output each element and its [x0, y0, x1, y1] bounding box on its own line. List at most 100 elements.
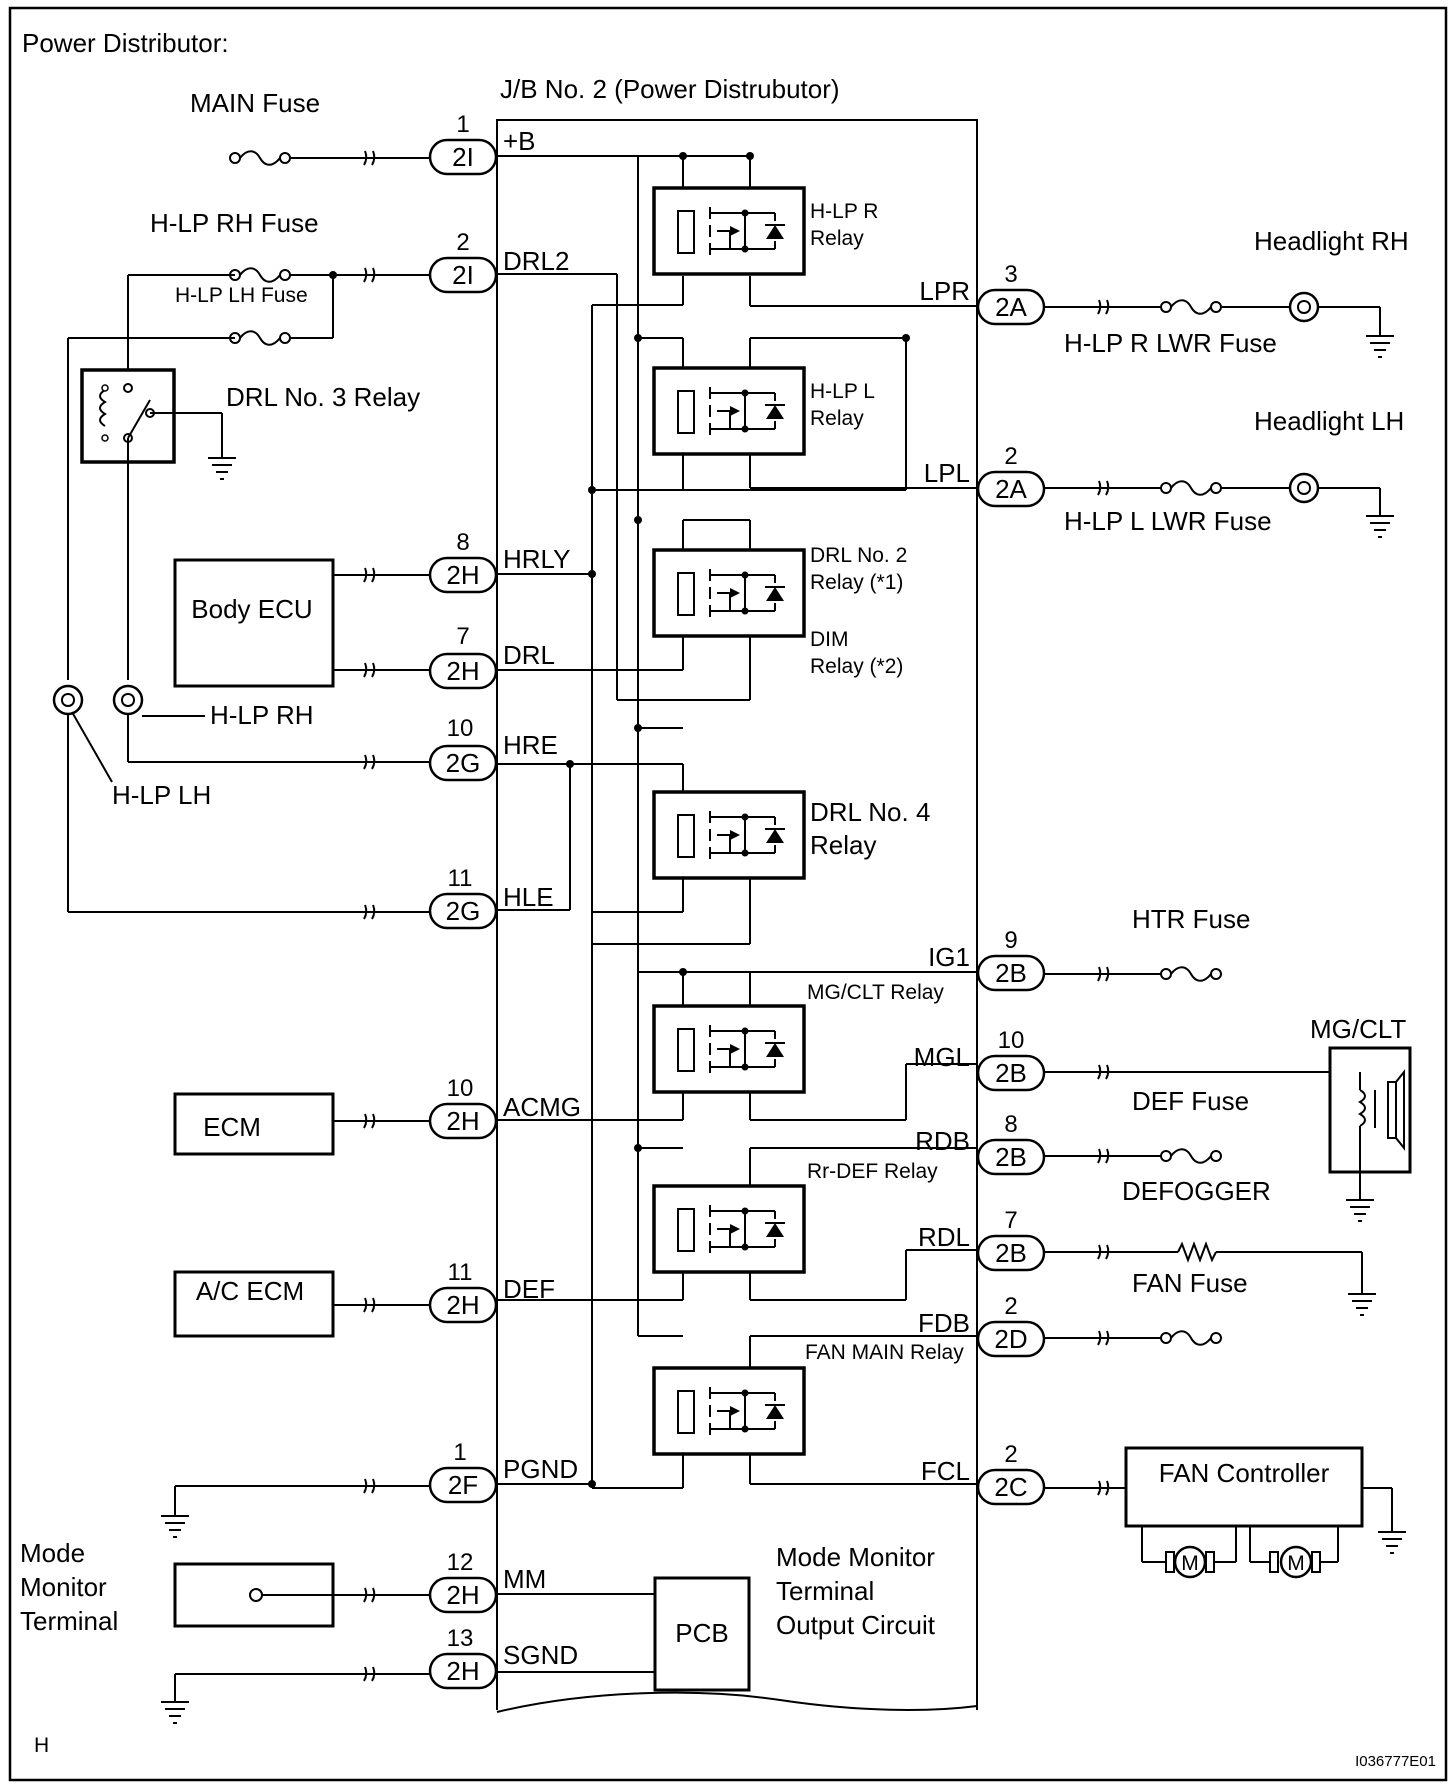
svg-text:FDB: FDB	[918, 1308, 970, 1338]
htr-fuse-circuit: HTR Fuse	[1044, 904, 1250, 982]
relay-hlp-l	[652, 366, 806, 456]
svg-text:Body ECU: Body ECU	[191, 594, 312, 624]
svg-text:HTR Fuse: HTR Fuse	[1132, 904, 1250, 934]
svg-text:2A: 2A	[995, 292, 1027, 322]
svg-text:FAN Controller: FAN Controller	[1159, 1458, 1330, 1488]
svg-text:9: 9	[1004, 927, 1017, 954]
connector-2a-2: 2A 2 LPL	[924, 443, 1046, 508]
svg-text:7: 7	[1004, 1207, 1017, 1234]
svg-text:Mode: Mode	[20, 1538, 85, 1568]
svg-text:H-LP RH: H-LP RH	[210, 700, 314, 730]
connector-2h-11: 2H 11 DEF	[428, 1259, 555, 1324]
svg-text:FCL: FCL	[921, 1456, 970, 1486]
relay-fan-main	[652, 1366, 806, 1456]
svg-text:HRE: HRE	[503, 730, 558, 760]
svg-text:M: M	[1181, 1552, 1199, 1575]
svg-text:10: 10	[998, 1027, 1025, 1054]
svg-text:2A: 2A	[995, 474, 1027, 504]
svg-text:12: 12	[447, 1549, 474, 1576]
svg-text:SGND: SGND	[503, 1640, 578, 1670]
connector-2h-12: 2H 12 MM	[428, 1549, 546, 1614]
svg-text:2: 2	[1004, 1293, 1017, 1320]
hlp-fuse-circuit: H-LP RH Fuse H-LP LH Fuse	[67, 208, 430, 680]
svg-text:2C: 2C	[994, 1472, 1027, 1502]
svg-text:2H: 2H	[446, 1106, 479, 1136]
connector-2b-7: 2B 7 RDL	[918, 1207, 1046, 1272]
svg-text:PGND: PGND	[503, 1454, 578, 1484]
headlamp-circuits: H-LP RH H-LP LH	[52, 684, 430, 920]
svg-text:PCB: PCB	[675, 1618, 728, 1648]
svg-text:2B: 2B	[995, 1238, 1027, 1268]
connector-2a-3: 2A 3 LPR	[919, 261, 1046, 326]
relay-label: H-LP R	[810, 200, 878, 223]
svg-text:H-LP LH: H-LP LH	[112, 780, 211, 810]
svg-text:2I: 2I	[452, 260, 474, 290]
connector-2d-2: 2D 2 FDB	[918, 1293, 1046, 1358]
svg-text:13: 13	[447, 1625, 474, 1652]
svg-text:HLE: HLE	[503, 882, 554, 912]
junction-block	[496, 119, 978, 1710]
svg-text:2B: 2B	[995, 1058, 1027, 1088]
connector-2h-7: 2H 7 DRL	[428, 623, 555, 690]
svg-text:3: 3	[1004, 261, 1017, 288]
relay-label: FAN MAIN Relay	[805, 1341, 964, 1364]
connector-2h-13: 2H 13 SGND	[428, 1625, 578, 1690]
svg-text:DEFOGGER: DEFOGGER	[1122, 1176, 1271, 1206]
svg-text:7: 7	[456, 623, 469, 650]
body-ecu: Body ECU	[173, 558, 430, 688]
svg-text:IG1: IG1	[928, 942, 970, 972]
svg-text:RDL: RDL	[918, 1222, 970, 1252]
relay-label: Relay (*2)	[810, 655, 903, 678]
svg-text:2B: 2B	[995, 958, 1027, 988]
svg-text:8: 8	[1004, 1111, 1017, 1138]
svg-text:M: M	[1287, 1552, 1305, 1575]
relay-label: DRL No. 4	[810, 797, 930, 827]
pcb: PCB Mode Monitor Terminal Output Circuit	[653, 1542, 936, 1692]
relay-label: Relay	[810, 830, 876, 860]
headlight-lh-circuit: Headlight LH H-LP L LWR Fuse	[1044, 406, 1404, 538]
svg-text:H-LP L LWR Fuse: H-LP L LWR Fuse	[1064, 506, 1272, 536]
connector-2c-2: 2C 2 FCL	[921, 1441, 1046, 1506]
svg-text:2H: 2H	[446, 1290, 479, 1320]
connector-2b-9: 2B 9 IG1	[928, 927, 1046, 992]
svg-text:2G: 2G	[446, 748, 481, 778]
svg-text:MAIN Fuse: MAIN Fuse	[190, 88, 320, 118]
svg-text:LPL: LPL	[924, 458, 970, 488]
relay-label: Relay	[810, 407, 864, 430]
svg-text:Headlight LH: Headlight LH	[1254, 406, 1404, 436]
svg-text:FAN Fuse: FAN Fuse	[1132, 1268, 1248, 1298]
relay-label: Relay (*1)	[810, 571, 903, 594]
svg-text:+B: +B	[503, 126, 536, 156]
svg-text:10: 10	[447, 715, 474, 742]
svg-text:2B: 2B	[995, 1142, 1027, 1172]
figure-id: I036777E01	[1355, 1753, 1436, 1770]
svg-text:A/C ECM: A/C ECM	[196, 1276, 304, 1306]
svg-text:2H: 2H	[446, 1580, 479, 1610]
svg-text:10: 10	[447, 1075, 474, 1102]
connector-2h-8: 2H 8 HRLY	[428, 529, 570, 594]
svg-text:LPR: LPR	[919, 276, 970, 306]
svg-text:11: 11	[448, 865, 473, 892]
defogger-circuit: FAN Fuse	[1044, 1241, 1377, 1316]
svg-text:RDB: RDB	[915, 1126, 970, 1156]
svg-text:MGL: MGL	[914, 1042, 970, 1072]
corner-letter: H	[34, 1734, 49, 1757]
svg-text:2I: 2I	[452, 142, 474, 172]
def-fuse-circuit: DEFOGGER	[1044, 1148, 1271, 1206]
svg-text:DRL: DRL	[503, 640, 555, 670]
svg-text:DEF: DEF	[503, 1274, 555, 1304]
svg-text:H-LP R LWR Fuse: H-LP R LWR Fuse	[1064, 328, 1277, 358]
connector-2g-11: 2G 11 HLE	[428, 865, 554, 930]
fan-fuse-circuit	[1044, 1330, 1222, 1346]
svg-text:Terminal: Terminal	[776, 1576, 874, 1606]
svg-text:2F: 2F	[448, 1470, 478, 1500]
svg-text:DEF Fuse: DEF Fuse	[1132, 1086, 1249, 1116]
junction-block-break	[496, 1691, 978, 1713]
headlight-rh-circuit: Headlight RH H-LP R LWR Fuse	[1044, 226, 1409, 358]
svg-text:Monitor: Monitor	[20, 1572, 107, 1602]
svg-text:Mode Monitor: Mode Monitor	[776, 1542, 935, 1572]
relay-label: Relay	[810, 227, 864, 250]
ecm: ECM	[173, 1092, 430, 1156]
connector-2i-2: 2I 2 DRL2	[428, 229, 569, 294]
